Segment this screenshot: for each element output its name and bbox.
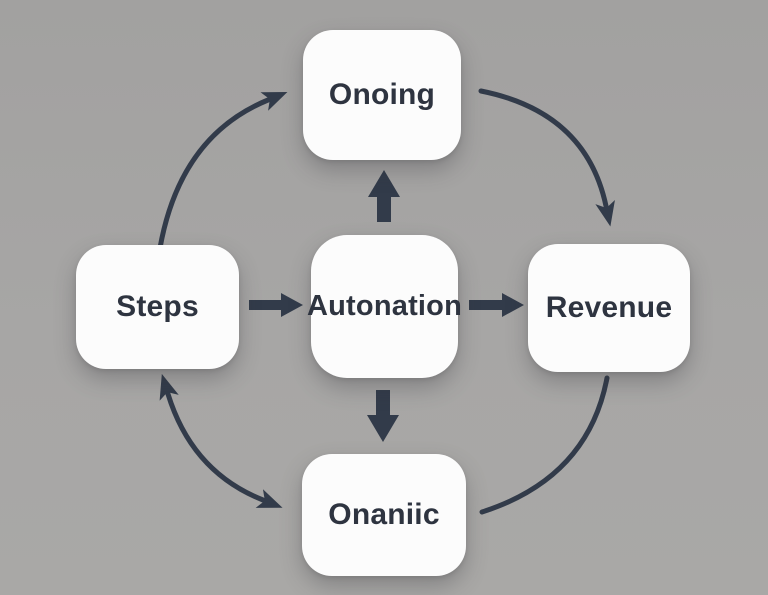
node-autonation-label: Autonation xyxy=(307,290,463,322)
arrow-autonation-to-revenue xyxy=(469,293,524,317)
node-revenue-label: Revenue xyxy=(545,291,673,324)
arc-revenue-to-onaniic xyxy=(479,375,610,515)
node-onaniic-label: Onaniic xyxy=(328,498,440,531)
node-revenue: Revenue xyxy=(528,244,690,372)
node-onaniic: Onaniic xyxy=(302,454,466,576)
arrow-autonation-to-onaniic xyxy=(367,390,399,442)
arrow-onaniic-steps-double xyxy=(159,373,283,508)
arrow-steps-to-onoing xyxy=(157,92,288,251)
node-steps-label: Steps xyxy=(116,290,199,323)
node-autonation: Autonation xyxy=(307,235,462,378)
arrow-autonation-to-onoing xyxy=(368,170,400,222)
node-onoing: Onoing xyxy=(303,30,461,160)
node-steps: Steps xyxy=(76,245,239,369)
arrow-onoing-to-revenue xyxy=(478,88,615,227)
arrow-steps-to-autonation xyxy=(249,293,303,317)
node-onoing-label: Onoing xyxy=(328,78,436,111)
